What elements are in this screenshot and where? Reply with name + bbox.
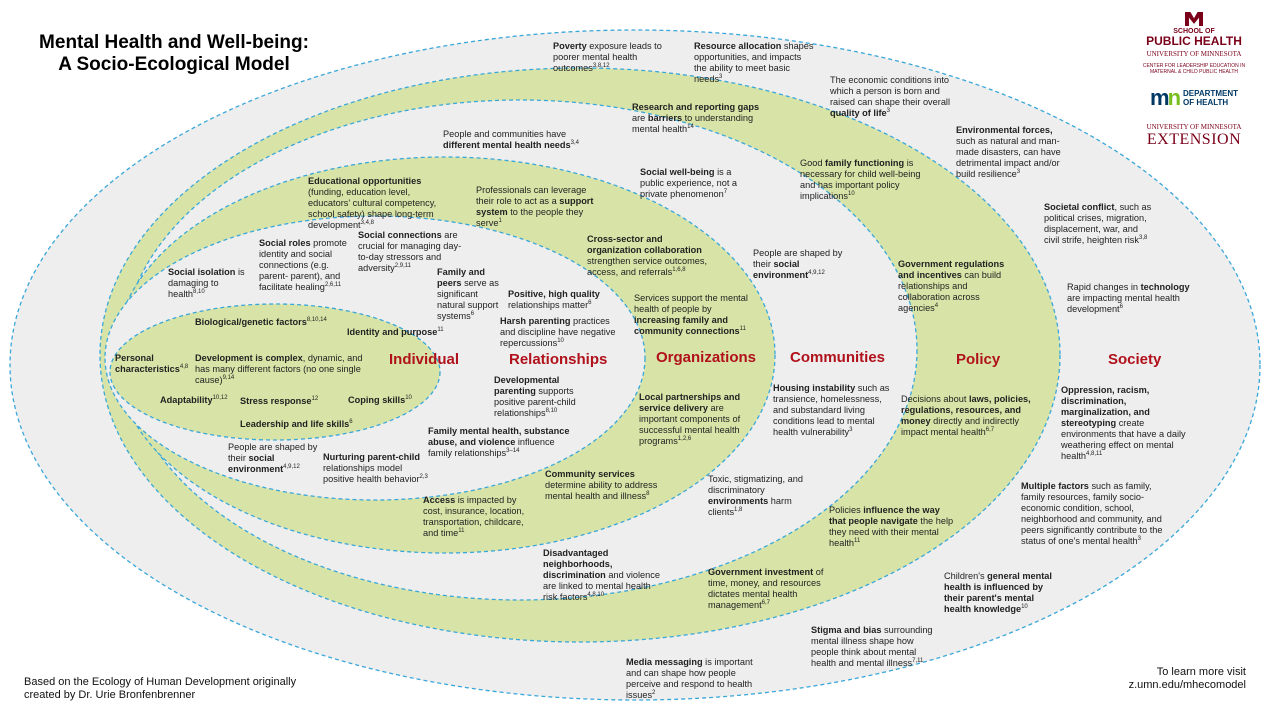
- note-family-peers: Family and peers serve as significant na…: [437, 267, 499, 321]
- note-biological-factors: Biological/genetic factors8,10,14: [195, 316, 327, 327]
- layer-label-organizations: Organizations: [656, 349, 757, 366]
- note-societal-conflict: Societal conflict, such as political cri…: [1044, 202, 1152, 245]
- footer-learn-more: To learn more visit z.umn.edu/mhecomodel: [1129, 666, 1246, 692]
- note-leadership-life-skills: Leadership and life skills6: [240, 418, 353, 429]
- footer-attribution: Based on the Ecology of Human Developmen…: [24, 676, 296, 702]
- partner-logos: SCHOOL OF PUBLIC HEALTH UNIVERSITY OF MI…: [1138, 12, 1250, 149]
- mn-state-logo-icon: mn: [1150, 85, 1181, 110]
- note-different-needs: People and communities have different me…: [443, 129, 579, 150]
- layer-label-communities: Communities: [790, 349, 886, 366]
- footer-learn-more-line-1: To learn more visit: [1156, 666, 1246, 678]
- note-policies-navigate: Policies influence the way that people n…: [829, 505, 954, 548]
- layer-label-individual: Individual: [389, 351, 460, 368]
- note-media-messaging: Media messaging is important and can sha…: [626, 657, 753, 700]
- note-government-investment: Government investment of time, money, an…: [708, 567, 824, 610]
- note-positive-relationships: Positive, high quality relationships mat…: [508, 289, 600, 310]
- diagram-title: Mental Health and Well-being: A Socio-Ec…: [24, 32, 324, 76]
- sph-logo-university: UNIVERSITY OF MINNESOTA: [1146, 50, 1242, 58]
- note-policy-decisions: Decisions about laws, policies, regulati…: [901, 394, 1031, 437]
- footer-attribution-line-2: created by Dr. Urie Bronfenbrenner: [24, 689, 196, 701]
- mdh-logo: mn DEPARTMENT OF HEALTH: [1138, 85, 1250, 111]
- note-social-isolation: Social isolation is damaging to health8,…: [168, 267, 245, 299]
- sph-logo-main: PUBLIC HEALTH: [1146, 34, 1242, 48]
- note-harsh-parenting: Harsh parenting practices and discipline…: [500, 316, 616, 348]
- footer-learn-more-link[interactable]: z.umn.edu/mhecomodel: [1128, 679, 1246, 691]
- note-oppression: Oppression, racism, discrimination, marg…: [1061, 385, 1186, 461]
- note-access: Access is impacted by cost, insurance, l…: [423, 495, 525, 538]
- note-services-support: Services support the mental health of pe…: [634, 293, 748, 336]
- note-local-partnerships: Local partnerships and service delivery …: [639, 392, 741, 446]
- note-nurturing-parent-child: Nurturing parent-child relationships mod…: [323, 452, 428, 484]
- note-resource-allocation: Resource allocation shapes opportunities…: [694, 41, 814, 84]
- extension-logo-university: UNIVERSITY OF MINNESOTA: [1146, 123, 1242, 131]
- note-educational-opportunities: Educational opportunities (funding, educ…: [308, 176, 437, 230]
- note-developmental-parenting: Developmental parenting supports positiv…: [494, 375, 576, 418]
- sph-logo-center: CENTER FOR LEADERSHIP EDUCATION IN MATER…: [1142, 63, 1246, 75]
- note-housing-instability: Housing instability such as transience, …: [773, 383, 890, 437]
- note-disadvantaged-neighborhoods: Disadvantaged neighborhoods, discriminat…: [543, 548, 660, 602]
- note-multiple-factors: Multiple factors such as family, family …: [1021, 481, 1163, 546]
- note-social-connections: Social connections are crucial for manag…: [358, 230, 462, 273]
- note-social-roles: Social roles promote identity and social…: [259, 238, 347, 292]
- note-children-mental-health: Children's general mental health is infl…: [944, 571, 1052, 614]
- sph-logo-top: SCHOOL OF: [1173, 28, 1215, 35]
- note-social-wellbeing: Social well-being is a public experience…: [640, 167, 738, 199]
- note-development-complex: Development is complex, dynamic, and has…: [195, 353, 363, 385]
- title-line-1: Mental Health and Well-being:: [39, 32, 309, 53]
- footer-attribution-line-1: Based on the Ecology of Human Developmen…: [24, 676, 297, 688]
- note-government-regulations: Government regulations and incentives ca…: [898, 259, 1005, 313]
- extension-logo-main: EXTENSION: [1146, 131, 1242, 148]
- note-coping-skills: Coping skills10: [348, 394, 412, 405]
- note-professionals: Professionals can leverage their role to…: [476, 185, 594, 228]
- note-shaped-by-environment-community: People are shaped by their social enviro…: [753, 248, 843, 280]
- layer-label-society: Society: [1108, 351, 1162, 368]
- title-line-2: A Socio-Ecological Model: [58, 54, 290, 75]
- note-personal-characteristics: Personal characteristics4,8: [115, 353, 189, 374]
- note-cross-sector: Cross-sector and organization collaborat…: [587, 234, 708, 277]
- note-technology: Rapid changes in technology are impactin…: [1067, 282, 1190, 314]
- note-research-gaps: Research and reporting gaps are barriers…: [632, 102, 760, 134]
- note-community-services: Community services determine ability to …: [545, 469, 658, 501]
- note-toxic-environments: Toxic, stigmatizing, and discriminatory …: [708, 474, 803, 517]
- layer-label-policy: Policy: [956, 351, 1001, 368]
- note-stigma-bias: Stigma and bias surrounding mental illne…: [811, 625, 933, 668]
- note-economic-conditions: The economic conditions into which a per…: [830, 75, 951, 118]
- note-family-functioning: Good family functioning is necessary for…: [800, 158, 921, 201]
- note-identity-purpose: Identity and purpose11: [347, 326, 444, 337]
- mdh-logo-line-1: DEPARTMENT: [1183, 89, 1238, 98]
- note-shaped-by-environment-inner: People are shaped by their social enviro…: [228, 442, 318, 474]
- layer-label-relationships: Relationships: [509, 351, 608, 368]
- note-environmental-forces: Environmental forces, such as natural an…: [956, 125, 1061, 179]
- individual-ring: [109, 303, 441, 441]
- note-adaptability: Adaptability10,12: [160, 394, 228, 405]
- umn-m-logo-icon: [1185, 12, 1203, 26]
- note-poverty: Poverty exposure leads to poorer mental …: [553, 41, 662, 73]
- note-family-mental-health: Family mental health, substance abuse, a…: [428, 426, 570, 458]
- note-stress-response: Stress response12: [240, 395, 319, 406]
- mdh-logo-line-2: OF HEALTH: [1183, 98, 1229, 107]
